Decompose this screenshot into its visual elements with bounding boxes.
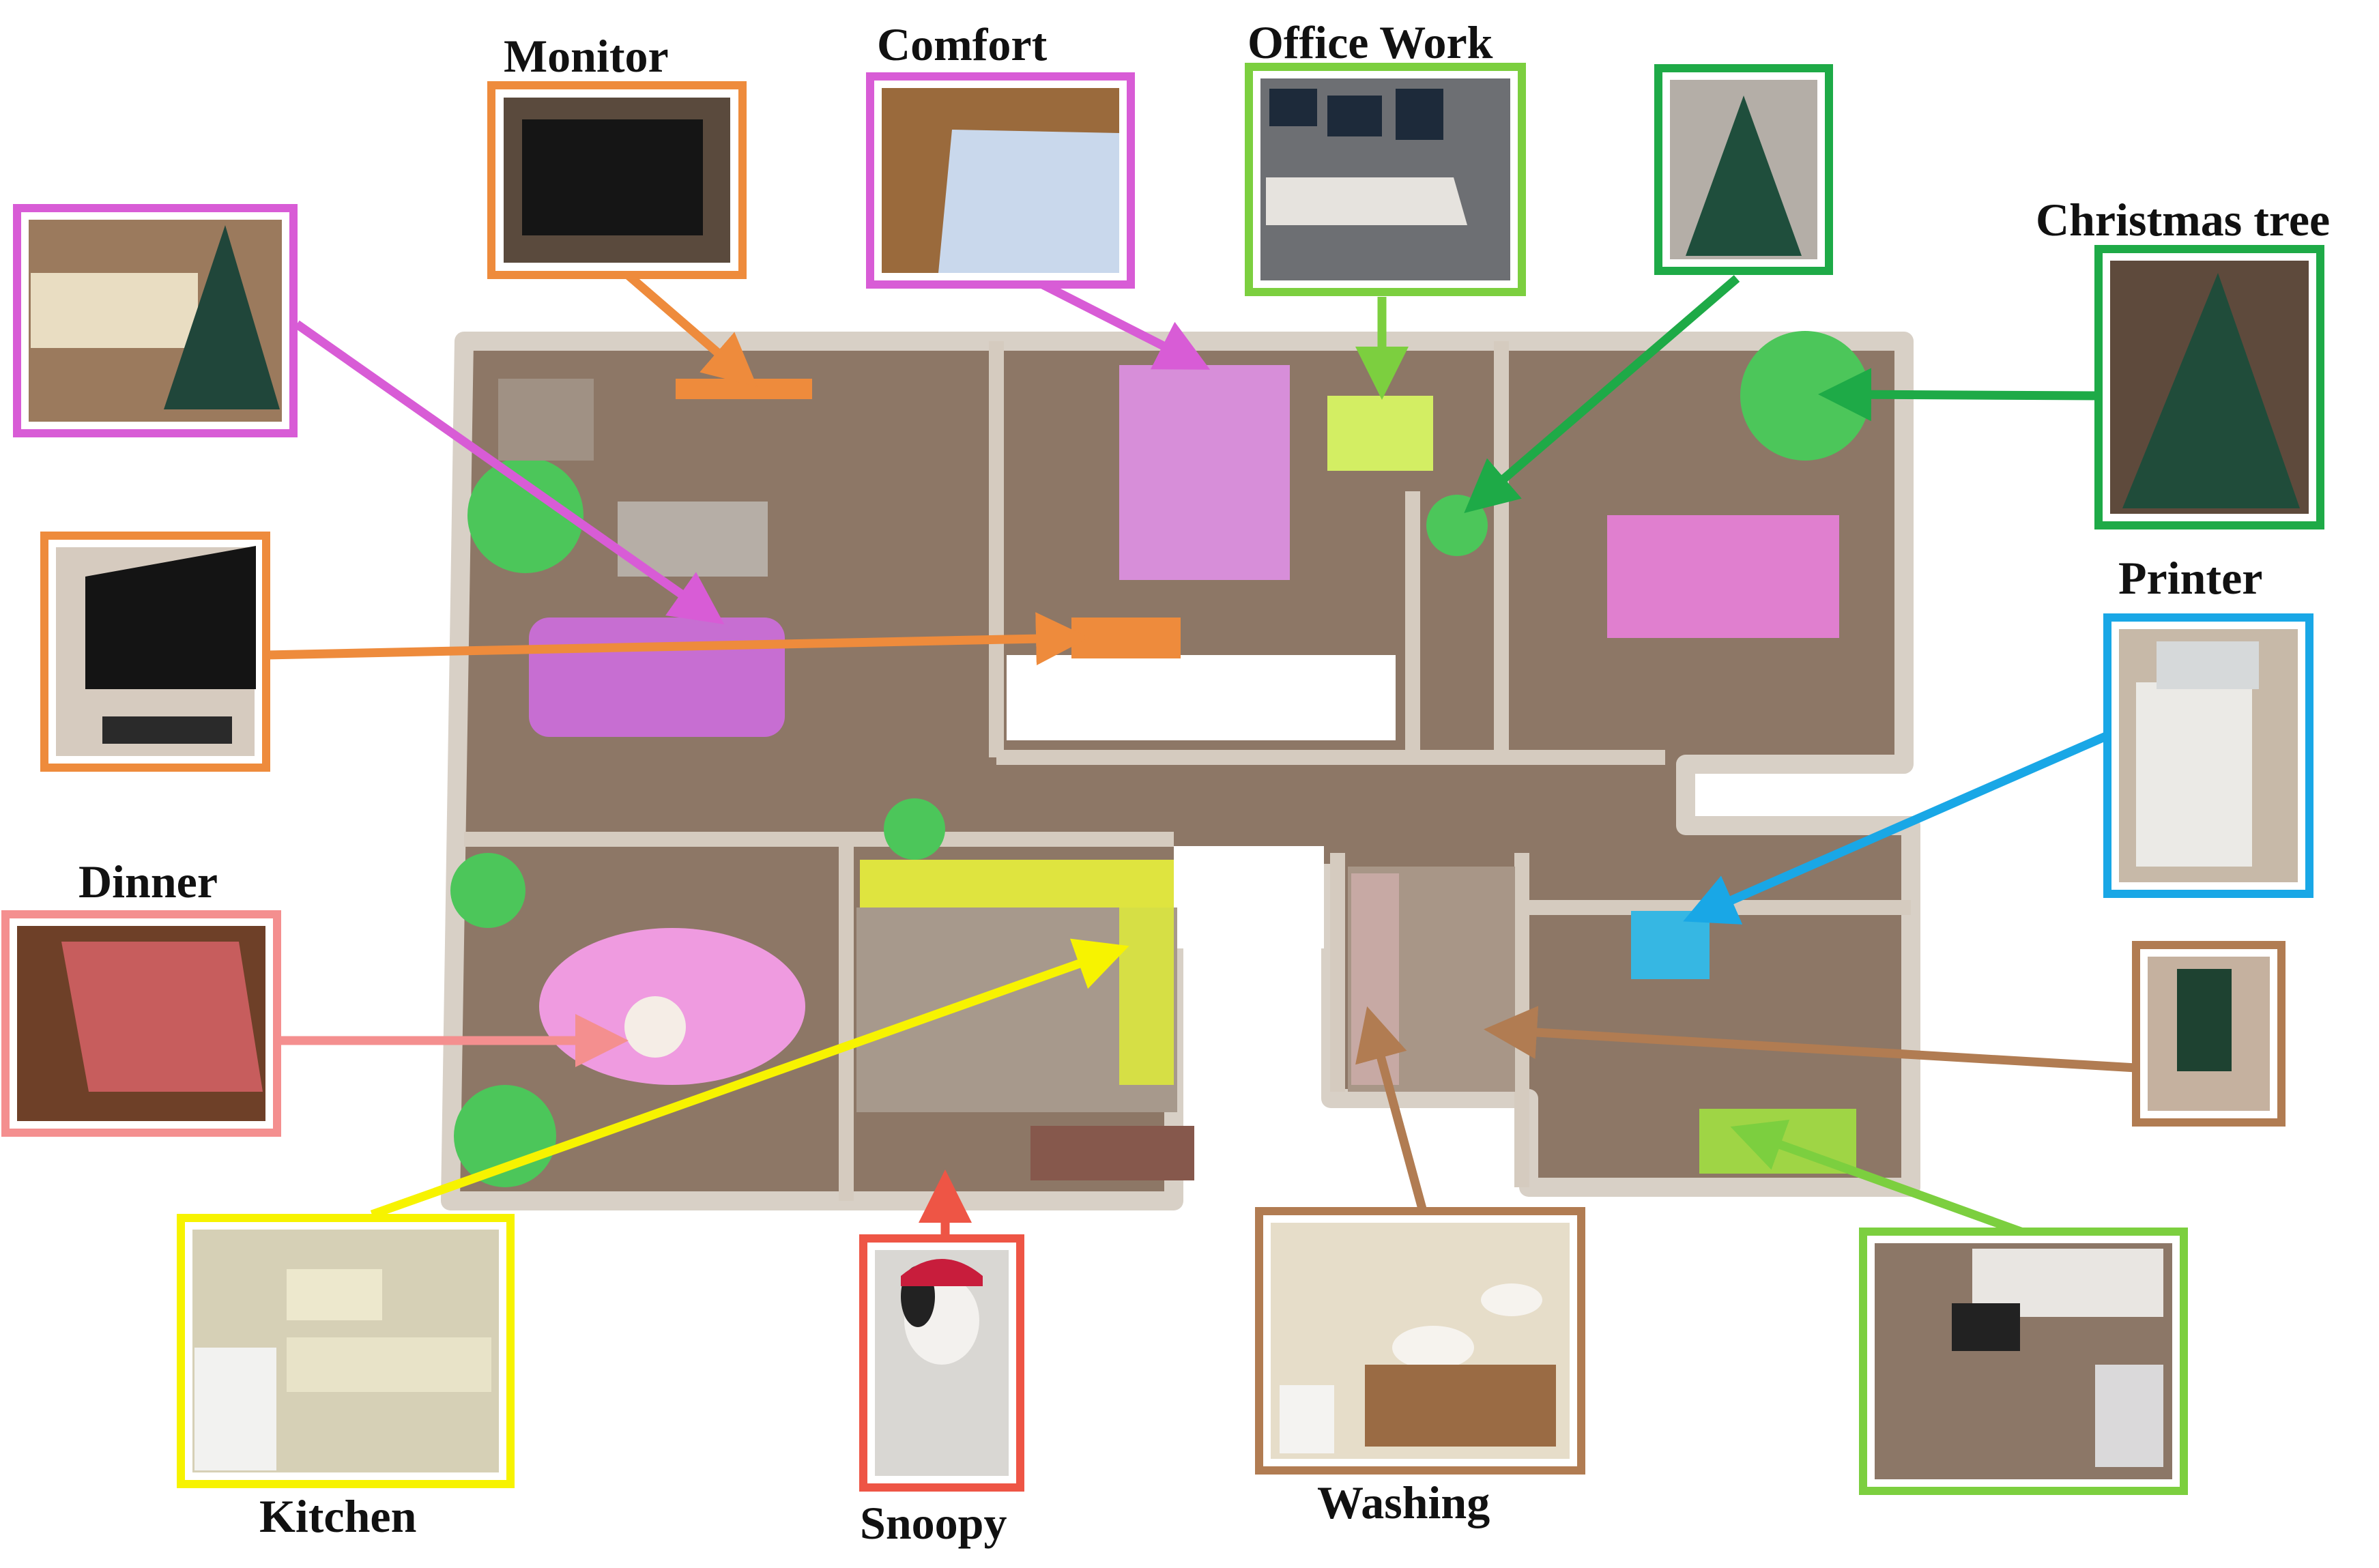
kitchen-photo [177,1214,515,1488]
label-snoopy: Snoopy [860,1497,1007,1549]
bath-vanity [1351,873,1399,1085]
label-kitchen: Kitchen [259,1490,416,1542]
tv-photo [40,532,270,772]
plant-4 [884,798,945,860]
snoopy-photo [859,1234,1024,1492]
arrow-washing [1355,1006,1428,1213]
printer-photo [2103,613,2313,898]
kitchen-counter-side [1119,908,1174,1085]
label-monitor: Monitor [504,30,669,82]
label-comfort: Comfort [877,18,1048,70]
monitor-cabinet [1071,618,1181,658]
christmas-tree-photo [2094,245,2324,529]
hallway-void [1007,655,1396,740]
arrow-tv [265,612,1089,666]
arrow-monitor [614,263,758,388]
plant-2 [450,853,525,928]
photo-callouts [1,63,2324,1495]
floorplan [441,331,1920,1210]
arrow-christmas-tree [1818,368,2099,422]
washing-photo [1255,1207,1585,1475]
arrows [265,255,2137,1240]
office2-photo [1859,1228,2188,1495]
label-printer: Printer [2118,552,2262,604]
arrow-kitchen [370,938,1129,1219]
small-tree-photo [1654,64,1833,275]
monitor-photo [487,81,747,279]
printer-object [1631,911,1710,979]
plant-5 [1426,495,1488,556]
office-work-photo [1245,63,1526,296]
living-room-sofa [529,618,785,737]
comfort-photo [866,72,1135,289]
master-bed [1119,365,1290,580]
dining-plate [624,996,686,1058]
hallway-void-2 [1174,846,1324,948]
arrow-sofa [294,320,725,624]
labels: Monitor Comfort Office Work Christmas tr… [78,16,2330,1549]
towel-photo [2132,941,2286,1127]
tv-stand [676,379,812,399]
arrow-printer [1683,729,2114,925]
arrow-towel [1484,1006,2137,1073]
office-desk [1327,396,1433,471]
plant-6 [1740,331,1870,461]
kitchen-counter [860,860,1174,908]
guest-bed [1607,515,1839,638]
label-dinner: Dinner [78,856,218,908]
dinner-photo [1,910,281,1137]
label-office-work: Office Work [1248,16,1493,68]
arrow-office2 [1730,1119,2032,1240]
label-christmas-tree: Christmas tree [2036,194,2330,246]
sofa-photo [13,204,298,437]
plant-1 [467,457,583,573]
label-washing: Washing [1317,1477,1490,1528]
entry-rug [1030,1126,1194,1180]
living-room-chair [498,379,594,461]
arrow-small-tree [1464,275,1740,513]
